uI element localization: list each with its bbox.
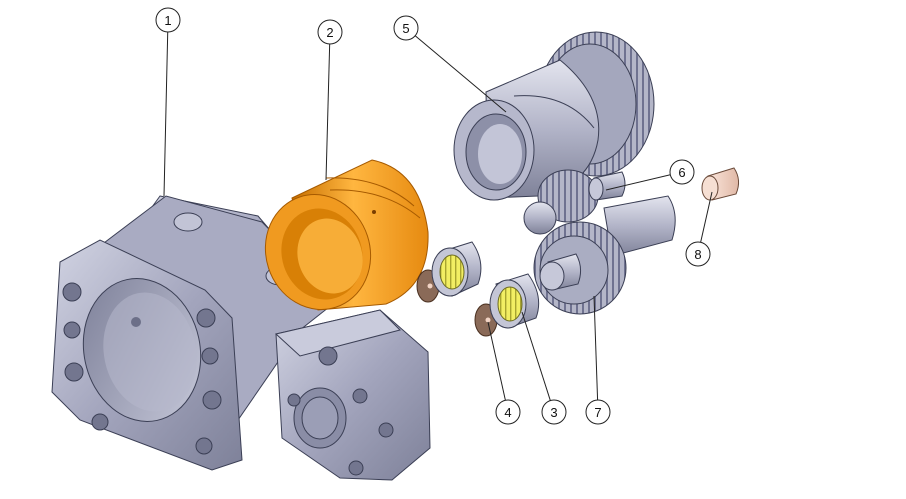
balloon-circle bbox=[317, 19, 343, 45]
balloon-3: 3 bbox=[541, 399, 567, 425]
flange-hole bbox=[201, 347, 219, 365]
leader-line-6 bbox=[605, 174, 671, 191]
balloon-label: 8 bbox=[694, 247, 701, 262]
balloon-7: 7 bbox=[585, 399, 611, 425]
gear-shaft-part-7 bbox=[523, 169, 676, 315]
balloon-label: 3 bbox=[550, 405, 557, 420]
flange-hole bbox=[62, 282, 82, 302]
balloon-1: 1 bbox=[155, 7, 181, 33]
balloon-circle bbox=[541, 399, 567, 425]
leader-line-1 bbox=[163, 31, 169, 197]
balloon-circle bbox=[685, 241, 711, 267]
balloon-6: 6 bbox=[669, 159, 695, 185]
flange-hole bbox=[63, 321, 81, 339]
balloon-4: 4 bbox=[495, 399, 521, 425]
bushing-part-2 bbox=[264, 159, 429, 311]
balloon-label: 5 bbox=[402, 21, 409, 36]
pin-shaft-part-6 bbox=[588, 171, 626, 201]
flange-hole bbox=[196, 308, 216, 328]
balloon-label: 7 bbox=[594, 405, 601, 420]
balloon-label: 2 bbox=[326, 25, 333, 40]
balloon-circle bbox=[585, 399, 611, 425]
callout-balloons: 1 2 3 4 5 6 7 8 bbox=[155, 7, 713, 425]
balloon-8: 8 bbox=[685, 241, 711, 267]
needle-bearing-part-3 bbox=[431, 241, 540, 329]
balloon-2: 2 bbox=[317, 19, 343, 45]
flange-hole bbox=[195, 437, 213, 455]
balloon-circle bbox=[393, 15, 419, 41]
housing-part-1 bbox=[51, 195, 431, 481]
balloon-label: 6 bbox=[678, 165, 685, 180]
leader-line-8 bbox=[700, 191, 713, 243]
balloon-circle bbox=[669, 159, 695, 185]
leader-line-3 bbox=[521, 311, 551, 401]
gear-drum-part-5 bbox=[453, 31, 655, 201]
balloon-5: 5 bbox=[393, 15, 419, 41]
balloon-circle bbox=[155, 7, 181, 33]
leader-line-5 bbox=[414, 35, 507, 113]
balloon-label: 4 bbox=[504, 405, 511, 420]
leader-line-7 bbox=[593, 295, 599, 401]
leader-line-2 bbox=[325, 43, 331, 181]
dowel-pin-part-8 bbox=[701, 167, 740, 201]
leader-line-4 bbox=[487, 321, 506, 401]
balloon-label: 1 bbox=[164, 13, 171, 28]
flange-hole bbox=[91, 413, 109, 431]
flange-hole bbox=[64, 362, 84, 382]
flange-hole bbox=[202, 390, 222, 410]
balloon-circle bbox=[495, 399, 521, 425]
